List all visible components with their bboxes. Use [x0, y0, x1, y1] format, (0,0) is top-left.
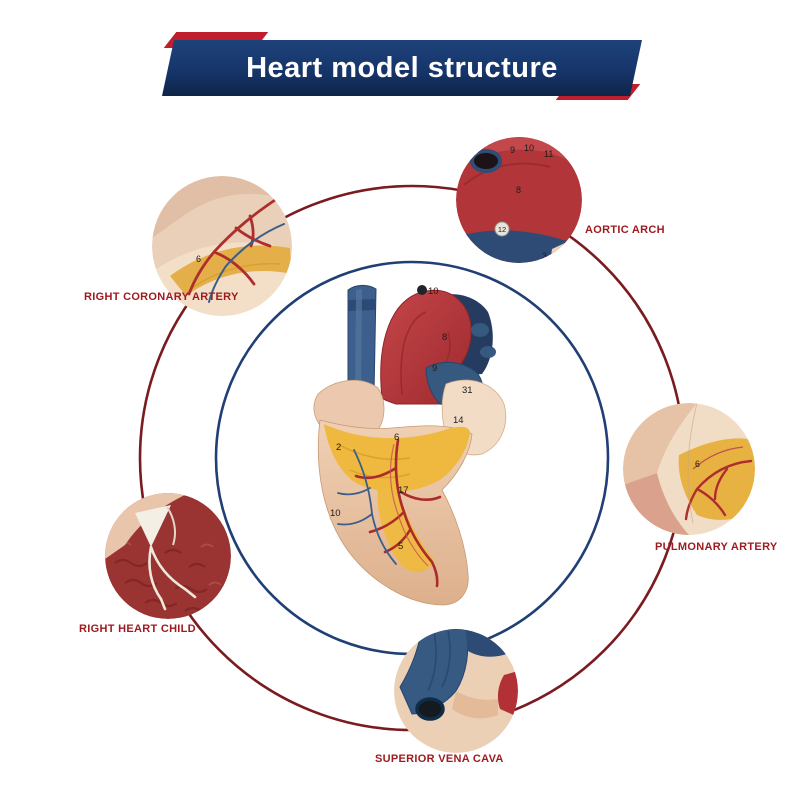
part-number: 9 — [510, 145, 515, 155]
superior-vena-cava-photo — [394, 629, 518, 753]
callout-pulmonary-artery: 6 — [623, 403, 755, 535]
heart-model-svg: 10 8 9 31 2 6 14 17 10 5 — [313, 284, 507, 606]
model-number: 8 — [442, 332, 447, 343]
model-number: 31 — [462, 385, 473, 396]
part-number: 6 — [695, 459, 700, 469]
label-superior-vena-cava: SUPERIOR VENA CAVA — [375, 753, 504, 765]
part-number: 8 — [516, 185, 521, 195]
callout-superior-vena-cava — [394, 629, 518, 753]
part-number: 12 — [498, 225, 506, 234]
pulmonary-artery-photo: 6 — [623, 403, 755, 535]
page-title: Heart model structure — [246, 51, 558, 84]
model-number: 9 — [432, 363, 437, 374]
model-number: 6 — [394, 432, 399, 443]
banner-bar: Heart model structure — [162, 40, 642, 96]
model-number: 17 — [398, 485, 409, 496]
part-number: 10 — [524, 143, 534, 153]
heart-model-shapes — [313, 284, 507, 606]
callout-right-heart-child — [105, 493, 231, 619]
part-number: 3 — [542, 251, 547, 261]
model-number: 10 — [330, 508, 341, 519]
label-aortic-arch: AORTIC ARCH — [585, 224, 665, 236]
right-heart-child-photo — [105, 493, 231, 619]
aortic-arch-photo: 9 10 11 8 12 3 — [456, 137, 582, 263]
right-coronary-artery-photo: 6 — [152, 176, 292, 316]
coronary-arteries — [354, 438, 442, 588]
heart-model-illustration: 10 8 9 31 2 6 14 17 10 5 — [298, 274, 516, 609]
model-number: 14 — [453, 415, 464, 426]
model-number: 2 — [336, 442, 341, 453]
title-banner: Heart model structure — [160, 30, 644, 102]
svc-tube — [347, 284, 377, 397]
callout-right-coronary-artery: 6 — [152, 176, 292, 316]
label-right-coronary-artery: RIGHT CORONARY ARTERY — [84, 291, 239, 303]
part-number: 6 — [196, 254, 201, 264]
model-number: 5 — [398, 541, 403, 552]
callout-aortic-arch: 9 10 11 8 12 3 — [456, 137, 582, 263]
label-pulmonary-artery: PULMONARY ARTERY — [655, 541, 778, 553]
heart-model-part-numbers: 10 8 9 31 2 6 14 17 10 5 — [330, 286, 473, 552]
model-number: 10 — [428, 286, 439, 297]
label-right-heart-child: RIGHT HEART CHILD — [79, 623, 196, 635]
part-number: 11 — [544, 149, 553, 159]
